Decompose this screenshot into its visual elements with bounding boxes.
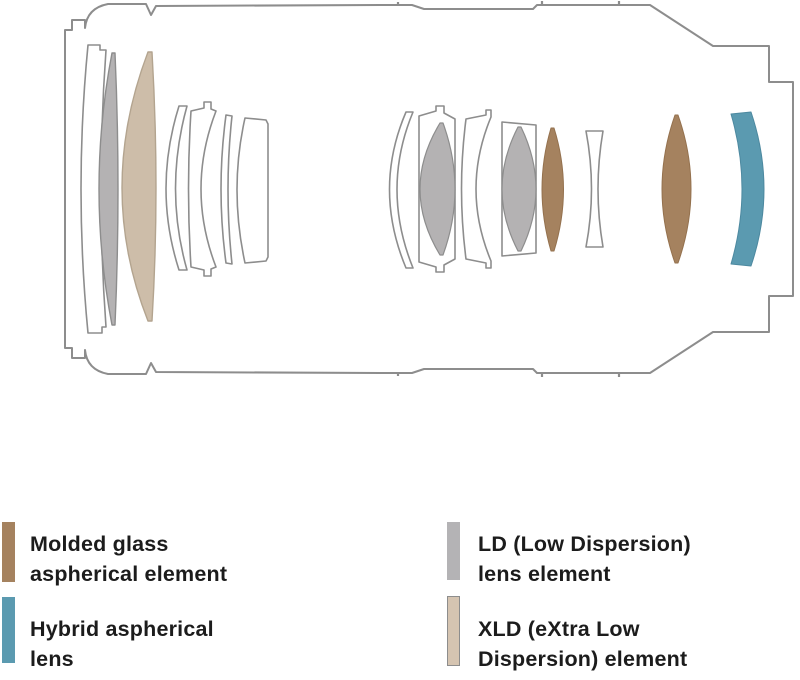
ld-element-3 bbox=[501, 126, 537, 252]
element-6 bbox=[388, 111, 414, 269]
element-1 bbox=[80, 44, 107, 334]
ld-element-1 bbox=[98, 52, 119, 326]
lens-diagram bbox=[64, 1, 794, 377]
legend-label-hybrid-line2: lens bbox=[30, 647, 74, 671]
xld-element bbox=[121, 51, 157, 322]
ld-element-2 bbox=[419, 122, 456, 256]
molded-aspherical-element-2 bbox=[661, 114, 692, 264]
legend-label-ld-line1: LD (Low Dispersion) bbox=[478, 532, 691, 556]
legend-label-xld-line1: XLD (eXtra Low bbox=[478, 617, 640, 641]
legend-swatch-molded bbox=[2, 522, 15, 582]
element-10 bbox=[585, 130, 604, 248]
legend-label-ld: LD (Low Dispersion) lens element bbox=[478, 529, 691, 589]
legend-label-hybrid-line1: Hybrid aspherical bbox=[30, 617, 214, 641]
element-2 bbox=[165, 105, 188, 271]
legend-label-molded: Molded glass aspherical element bbox=[30, 529, 227, 589]
legend-label-xld: XLD (eXtra Low Dispersion) element bbox=[478, 614, 687, 674]
element-8 bbox=[460, 109, 492, 269]
legend-label-molded-line1: Molded glass bbox=[30, 532, 169, 556]
legend-label-hybrid: Hybrid aspherical lens bbox=[30, 614, 214, 674]
molded-aspherical-element-1 bbox=[541, 127, 564, 252]
element-4 bbox=[220, 114, 233, 265]
legend-swatch-ld bbox=[447, 522, 460, 580]
element-3 bbox=[187, 101, 217, 277]
legend-label-xld-line2: Dispersion) element bbox=[478, 647, 688, 671]
legend-label-molded-line2: aspherical element bbox=[30, 562, 228, 586]
hybrid-aspherical-element bbox=[730, 111, 765, 267]
barrel-tick-marks bbox=[396, 1, 621, 377]
legend-label-ld-line2: lens element bbox=[478, 562, 611, 586]
element-5 bbox=[236, 117, 269, 264]
legend-swatch-xld bbox=[447, 596, 460, 666]
legend-swatch-hybrid bbox=[2, 597, 15, 663]
